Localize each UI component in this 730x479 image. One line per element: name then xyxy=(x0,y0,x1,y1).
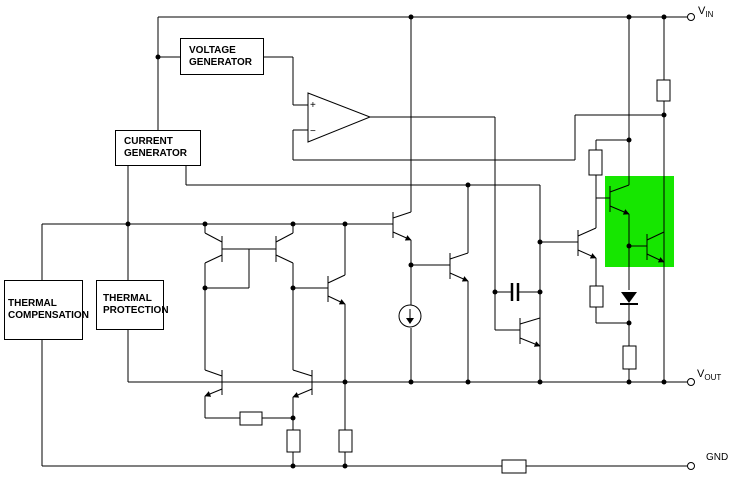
junction xyxy=(537,239,543,245)
junction xyxy=(626,379,632,385)
vin-label-main: V xyxy=(698,5,706,17)
vin-label-sub: IN xyxy=(705,10,714,20)
junction xyxy=(290,285,296,291)
junction xyxy=(626,320,632,326)
junction xyxy=(537,289,543,295)
block-label-line: GENERATOR xyxy=(189,56,252,68)
junction xyxy=(408,262,414,268)
block-label-line: GENERATOR xyxy=(124,148,187,159)
block-label-line: THERMAL xyxy=(8,298,57,309)
current-generator-block: CURRENT GENERATOR xyxy=(115,130,201,166)
op-amp-plus-label: + xyxy=(310,100,316,111)
junction xyxy=(661,14,667,20)
junction xyxy=(202,221,208,227)
resistor xyxy=(622,345,637,370)
op-amp xyxy=(307,92,372,143)
block-label-line: THERMAL xyxy=(103,293,152,304)
junction xyxy=(492,289,498,295)
junction xyxy=(408,14,414,20)
junction xyxy=(290,415,296,421)
junction xyxy=(290,463,296,469)
thermal-protection-block: THERMAL PROTECTION xyxy=(96,280,169,330)
junction xyxy=(661,379,667,385)
block-label-line: VOLTAGE xyxy=(189,44,236,56)
vin-label: VIN xyxy=(698,5,713,19)
junction xyxy=(342,221,348,227)
junction xyxy=(537,379,543,385)
gnd-pin xyxy=(687,462,695,470)
junction xyxy=(465,182,471,188)
junction xyxy=(125,221,131,227)
junction xyxy=(155,54,161,60)
vout-label: VOUT xyxy=(697,368,721,382)
junction xyxy=(626,137,632,143)
vout-pin xyxy=(687,378,695,386)
thermal-compensation-block: THERMAL COMPENSATION xyxy=(4,280,89,340)
vin-pin xyxy=(687,13,695,21)
junction xyxy=(626,243,632,249)
junction xyxy=(626,14,632,20)
resistor xyxy=(239,411,263,426)
junction xyxy=(465,379,471,385)
resistor xyxy=(338,429,353,453)
junction xyxy=(408,379,414,385)
resistor xyxy=(286,429,301,453)
junction xyxy=(290,221,296,227)
junction xyxy=(661,112,667,118)
gnd-label: GND xyxy=(706,452,729,463)
vout-label-main: V xyxy=(697,368,705,380)
resistor xyxy=(589,285,604,308)
block-label-line: PROTECTION xyxy=(103,305,169,316)
block-label-line: CURRENT xyxy=(124,136,173,147)
vout-label-sub: OUT xyxy=(704,373,722,383)
junction xyxy=(342,463,348,469)
highlighted-darlington-region xyxy=(605,176,674,267)
junction xyxy=(202,285,208,291)
block-label-line: COMPENSATION xyxy=(8,310,89,321)
diode xyxy=(621,292,637,303)
resistor xyxy=(656,79,671,102)
resistor xyxy=(588,149,603,176)
resistor xyxy=(501,459,527,474)
voltage-generator-block: VOLTAGE GENERATOR xyxy=(180,38,264,75)
op-amp-minus-label: − xyxy=(310,126,316,137)
junction xyxy=(342,379,348,385)
